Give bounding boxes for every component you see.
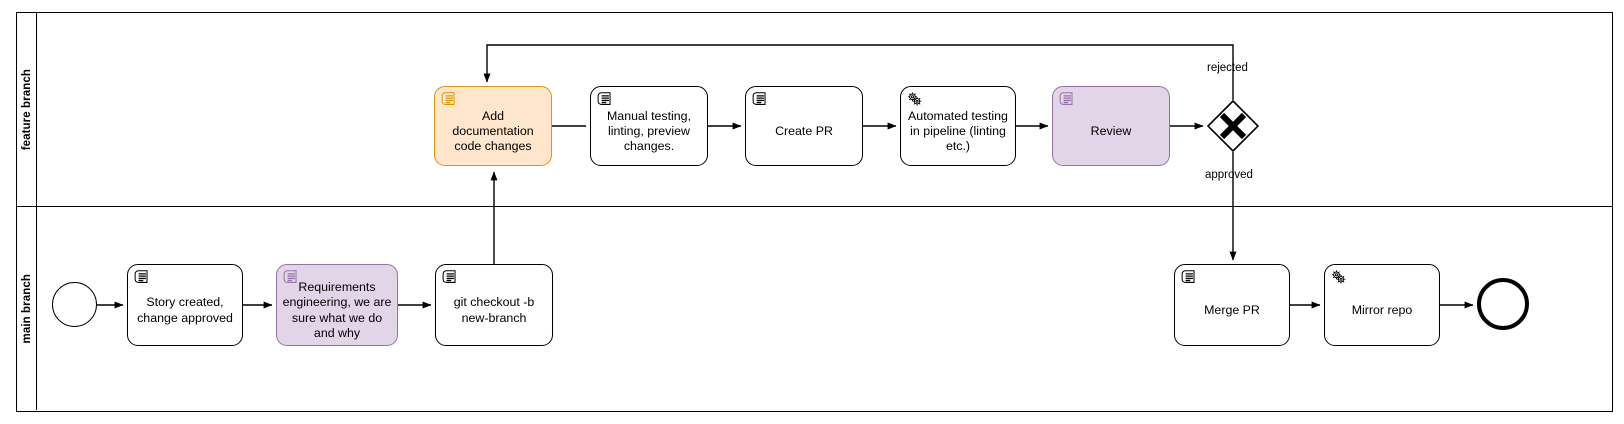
manual-task-icon xyxy=(441,92,455,105)
task-mirror-repo[interactable]: Mirror repo xyxy=(1324,264,1440,346)
task-git-checkout[interactable]: git checkout -b new-branch xyxy=(435,264,553,346)
manual-task-icon xyxy=(134,270,148,283)
service-task-icon xyxy=(1331,270,1346,284)
task-story-created[interactable]: Story created, change approved xyxy=(127,264,243,346)
task-label: git checkout -b new-branch xyxy=(453,295,535,325)
task-label: Review xyxy=(1090,123,1132,138)
edge-label-rejected: rejected xyxy=(1207,62,1248,74)
lane-label-feature-branch: feature branch xyxy=(20,68,33,151)
manual-task-icon xyxy=(1181,270,1195,283)
task-automated-testing[interactable]: Automated testing in pipeline (linting e… xyxy=(900,86,1016,166)
task-label: Manual testing, linting, preview changes… xyxy=(606,108,692,154)
lane-label-main-branch: main branch xyxy=(20,273,33,344)
manual-task-icon xyxy=(1059,92,1073,105)
task-manual-testing[interactable]: Manual testing, linting, preview changes… xyxy=(590,86,708,166)
task-label: Mirror repo xyxy=(1351,302,1413,317)
task-label: Add documentation code changes xyxy=(452,108,534,154)
task-merge-pr[interactable]: Merge PR xyxy=(1174,264,1290,346)
lane-feature-branch: feature branch xyxy=(17,13,1612,207)
task-requirements-engineering[interactable]: Requirements engineering, we are sure wh… xyxy=(276,264,398,346)
task-create-pr[interactable]: Create PR xyxy=(745,86,863,166)
manual-task-icon xyxy=(442,270,456,283)
exclusive-gateway[interactable] xyxy=(1206,99,1260,153)
manual-task-icon xyxy=(597,92,611,105)
task-label: Automated testing in pipeline (linting e… xyxy=(908,108,1008,154)
manual-task-icon xyxy=(752,92,766,105)
lane-header-main-branch: main branch xyxy=(17,207,37,410)
lane-header-feature-branch: feature branch xyxy=(17,13,37,206)
task-add-documentation[interactable]: Add documentation code changes xyxy=(434,86,552,166)
end-event[interactable] xyxy=(1477,278,1529,330)
service-task-icon xyxy=(907,92,922,106)
task-label: Requirements engineering, we are sure wh… xyxy=(282,280,392,340)
start-event[interactable] xyxy=(52,282,97,327)
task-label: Merge PR xyxy=(1204,302,1260,317)
lane-main-branch: main branch xyxy=(17,207,1612,410)
pool-container: feature branch main branch xyxy=(16,12,1613,412)
task-label: Story created, change approved xyxy=(137,295,233,325)
task-review[interactable]: Review xyxy=(1052,86,1170,166)
gateway-x-marker xyxy=(1219,112,1247,140)
edge-label-approved: approved xyxy=(1205,169,1253,181)
task-label: Create PR xyxy=(775,123,833,138)
